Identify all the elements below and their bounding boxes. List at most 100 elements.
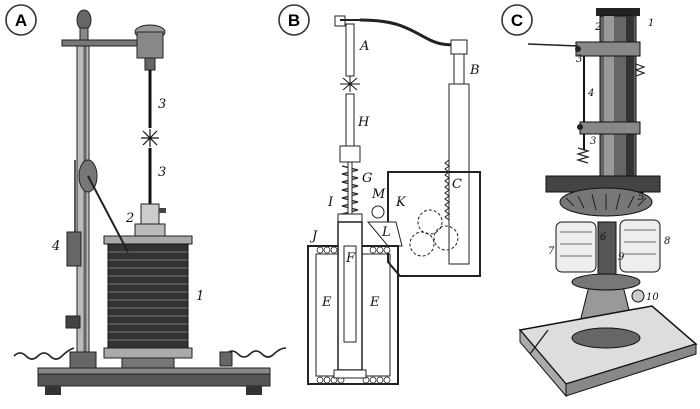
label-b-I: I [327, 195, 334, 210]
panel-c: C [501, 4, 698, 398]
panel-b-badge: B [288, 11, 300, 30]
label-c-2: 2 [594, 22, 601, 33]
terminal-right [219, 351, 233, 367]
panel-a-badge: A [15, 11, 27, 30]
label-b-B: B [469, 63, 480, 78]
panel-b: B [278, 4, 481, 385]
label-c-1: 1 [648, 18, 654, 29]
spark-b [340, 76, 360, 92]
label-b-J: J [309, 229, 318, 244]
lower-electrode-screw [159, 208, 166, 213]
base-foot-left [45, 386, 61, 395]
column-cap [596, 8, 640, 16]
label-b-C: C [452, 177, 462, 192]
lower-electrode-clamp [140, 203, 160, 225]
electrode-a [345, 23, 355, 77]
bracket-screw-bottom [577, 124, 583, 130]
clamp-screw [65, 315, 81, 329]
collar-i [337, 213, 363, 223]
jar-left [555, 221, 597, 273]
base-board-top [37, 367, 271, 375]
label-c-3b: 3 [590, 136, 596, 147]
gear-3 [433, 225, 459, 251]
panel-b-badge-circle [278, 4, 310, 36]
coil-core-top [134, 223, 166, 237]
label-c-6: 6 [600, 232, 607, 243]
top-knob-neck [79, 27, 89, 41]
spark-a [141, 129, 159, 147]
label-3-top: 3 [158, 97, 166, 112]
jar-left-lines [560, 231, 592, 257]
label-b-L: L [381, 225, 391, 240]
panel-c-badge-circle [501, 4, 533, 36]
label-1: 1 [196, 289, 204, 304]
label-c-8: 8 [664, 236, 670, 247]
coil-top-plate [103, 235, 193, 245]
input-wire-c [527, 43, 579, 47]
panel-c-badge: C [511, 11, 523, 30]
upper-electrode-holder [144, 57, 156, 71]
label-c-4: 4 [587, 88, 594, 99]
label-b-M: M [371, 187, 386, 202]
rack-c [444, 159, 450, 221]
knob-10 [631, 289, 645, 303]
label-c-10: 10 [646, 292, 659, 303]
coil-bottom-plate [103, 347, 193, 359]
label-b-F: F [345, 251, 356, 266]
column-rail [626, 16, 634, 188]
jar-right-lines [624, 229, 656, 255]
connecting-tube [359, 18, 459, 47]
base-foot-right [246, 386, 262, 395]
label-b-H: H [357, 115, 370, 130]
spring-c [575, 147, 591, 164]
rotor-teeth [565, 193, 647, 211]
label-b-G: G [362, 171, 372, 186]
gear-m [371, 205, 385, 219]
pedestal-foot [571, 327, 641, 349]
center-spindle [597, 221, 617, 281]
jar-right [619, 219, 661, 273]
panel-a: A [5, 4, 287, 395]
coil-stand [121, 357, 175, 369]
spring-c-right [634, 63, 646, 77]
label-b-A: A [359, 39, 369, 54]
lever-l [366, 221, 403, 247]
lower-bracket [579, 121, 641, 135]
label-2: 2 [125, 211, 134, 226]
label-c-7: 7 [548, 246, 555, 257]
label-3-bottom: 3 [158, 165, 166, 180]
bracket-screw-top [575, 46, 581, 52]
wire-right [225, 347, 287, 358]
base-b [333, 369, 367, 379]
tube-b [453, 53, 465, 85]
inner-rod [347, 161, 353, 221]
top-arm-block [136, 31, 164, 59]
pedestal-top [571, 273, 641, 291]
gear-2 [409, 231, 435, 257]
top-knob [76, 9, 92, 31]
label-b-K: K [395, 195, 407, 210]
coil-winding [107, 243, 189, 349]
base-plate-c-left [519, 328, 567, 398]
label-c-5: 5 [638, 192, 644, 203]
base-wire [529, 329, 549, 355]
label-4: 4 [51, 239, 60, 254]
beads-top [316, 246, 391, 254]
rod-h [345, 93, 355, 147]
label-c-9: 9 [618, 252, 625, 263]
label-c-3a: 3 [576, 54, 582, 65]
gear-1 [417, 209, 443, 235]
clamp-top [339, 145, 361, 163]
column-highlight [604, 16, 614, 188]
upper-bracket [575, 41, 641, 57]
cylinder-c [448, 83, 470, 265]
label-b-E-right: E [369, 295, 380, 310]
lever-arm [87, 175, 129, 253]
wire-left [13, 347, 75, 360]
piston-f-inner [343, 245, 357, 343]
stand-foot [69, 351, 97, 369]
panel-a-badge-circle [5, 4, 37, 36]
hanging-weight [66, 231, 82, 267]
right-cap [450, 39, 468, 55]
